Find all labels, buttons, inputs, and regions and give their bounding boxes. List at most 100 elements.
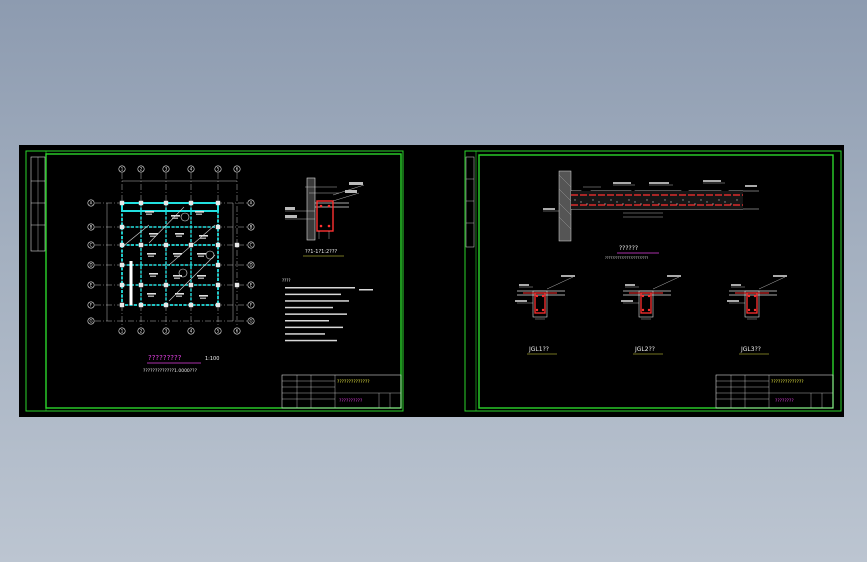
axis-label: B (90, 225, 93, 230)
axis-label: G (89, 319, 92, 324)
axis-label: 3 (165, 167, 168, 172)
beam-detail-label: JGL2?? (634, 346, 655, 353)
axis-bubble (118, 165, 126, 173)
plan-annotation (173, 275, 182, 277)
axis-label: 5 (217, 329, 220, 334)
column-mark (138, 302, 144, 308)
axis-bubble (118, 327, 126, 335)
plan-annotation (197, 275, 206, 277)
sheet-border-inner-right (478, 154, 834, 409)
axis-label: E (250, 283, 253, 288)
axis-label: 6 (236, 167, 239, 172)
column-mark (119, 302, 125, 308)
column-mark (234, 282, 240, 288)
column-mark (215, 224, 221, 230)
column-mark (119, 242, 125, 248)
sheet-border-inner (45, 153, 402, 409)
plan-annotation (195, 211, 204, 213)
axis-label: G (249, 319, 252, 324)
axis-bubble (87, 317, 95, 325)
axis-label: D (89, 263, 92, 268)
title-block-right: ?????????????? ???????? (715, 374, 834, 409)
drawing-sheet-details[interactable]: ?????? ???????????????????????? JGL1??JG… (463, 145, 844, 417)
beam-detail-3: JGL3?? (727, 275, 787, 355)
binding-strip (25, 150, 47, 412)
axis-label: 5 (217, 167, 220, 172)
section-detail-1-1 (285, 177, 365, 241)
axis-label: 2 (140, 167, 143, 172)
axis-label: A (90, 201, 93, 206)
axis-label: 4 (190, 329, 193, 334)
notes-header: ???? (282, 278, 291, 283)
column-mark (188, 242, 194, 248)
column-mark (138, 282, 144, 288)
axis-label: B (250, 225, 253, 230)
axis-bubble (247, 281, 255, 289)
axis-bubble (87, 281, 95, 289)
axis-label: A (250, 201, 253, 206)
plan-annotation (145, 211, 154, 213)
title-block-drawing-name: ?????????? (339, 398, 363, 404)
plan-annotation (147, 253, 156, 255)
axis-label: F (250, 303, 253, 308)
note-line (285, 339, 337, 342)
axis-label: 6 (236, 329, 239, 334)
column-mark (163, 282, 169, 288)
title-block-company: ?????????????? (337, 379, 370, 385)
axis-label: C (90, 243, 93, 248)
beam-details: JGL1?? JGL2?? JGL3?? (515, 275, 787, 355)
axis-bubble (247, 261, 255, 269)
axis-label: D (249, 263, 252, 268)
axis-label: 1 (121, 329, 124, 334)
title-block-company-right: ?????????????? (771, 379, 804, 385)
axis-bubble (214, 165, 222, 173)
axis-bubble (87, 223, 95, 231)
axis-bubble (162, 327, 170, 335)
axis-bubble (247, 317, 255, 325)
axis-bubble (233, 327, 241, 335)
axis-bubble (162, 165, 170, 173)
beam-detail-label: JGL1?? (528, 346, 549, 353)
column-mark (188, 282, 194, 288)
note-line (285, 313, 347, 315)
plan-annotation (199, 235, 208, 237)
title-block-left: ?????????????? ?????????? (281, 374, 402, 409)
column-mark (188, 302, 194, 308)
column-mark (215, 200, 221, 206)
sheet-border-outer-right (464, 150, 842, 412)
title-block-drawing-name-right: ???????? (775, 398, 794, 404)
column-mark (215, 242, 221, 248)
axis-label: 2 (140, 329, 143, 334)
axis-bubble (247, 241, 255, 249)
axis-bubble (233, 165, 241, 173)
axis-bubble (87, 261, 95, 269)
axis-label: 4 (190, 167, 193, 172)
plan-scale: 1:100 (205, 356, 219, 362)
column-mark (215, 282, 221, 288)
axis-label: C (250, 243, 253, 248)
axis-bubble (214, 327, 222, 335)
plan-annotation (149, 273, 158, 275)
plan-annotation (171, 215, 180, 217)
section-label: ??1-1?1:2??? (305, 249, 337, 255)
column-mark (215, 302, 221, 308)
column-mark (163, 302, 169, 308)
note-line (285, 333, 325, 335)
axis-bubble (247, 301, 255, 309)
plan-note: ?????????????1.0000??? (143, 368, 198, 374)
section-subtitle: ???????????????????????? (605, 256, 648, 260)
plan-annotation (173, 253, 182, 255)
axis-bubble (87, 301, 95, 309)
column-mark (234, 242, 240, 248)
axis-bubble (187, 327, 195, 335)
column-mark (119, 224, 125, 230)
sheet-gap (406, 145, 463, 417)
design-notes (285, 287, 373, 342)
axis-label: F (90, 303, 93, 308)
section-title: ?????? (619, 245, 638, 252)
plan-annotation (197, 253, 206, 255)
beam-detail-2: JGL2?? (621, 275, 681, 355)
plan-annotation (147, 293, 156, 295)
